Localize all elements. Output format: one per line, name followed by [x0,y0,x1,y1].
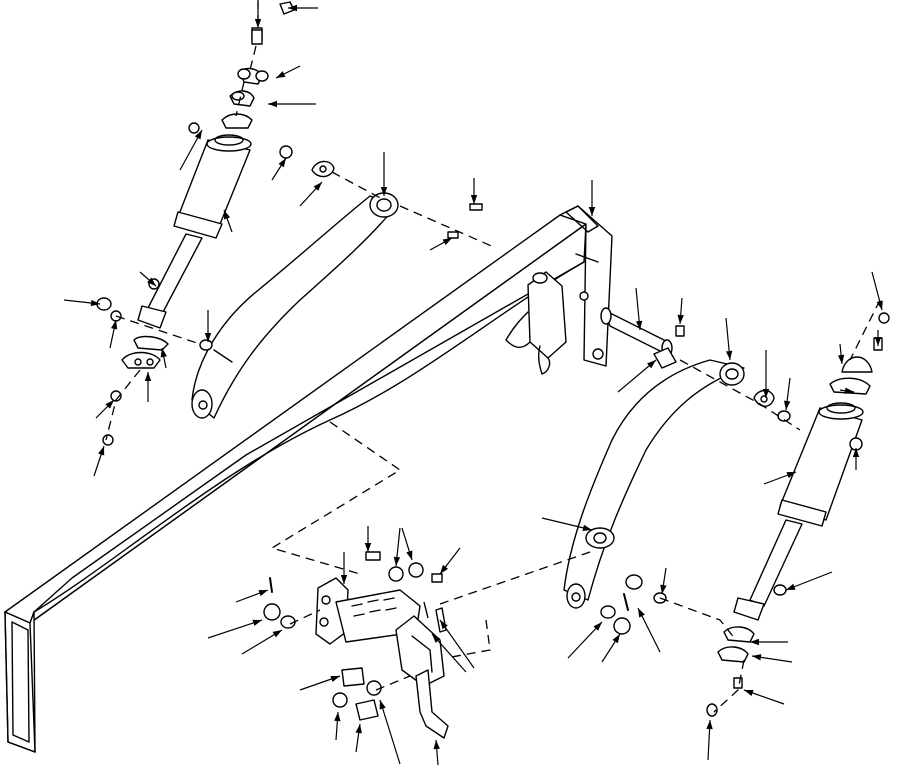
callout-arrowhead [334,712,341,722]
callout-arrowhead [144,372,152,381]
callout-arrowhead [593,622,602,631]
callout-arrowhead [837,354,845,364]
callout-arrowhead [393,556,401,566]
callout-arrowhead [852,448,860,457]
callout-arrowhead [752,654,762,661]
callout-arrowhead [330,675,340,682]
callout-arrowhead [844,387,854,394]
callout-leader-line [207,619,263,639]
pivot-pin [600,307,677,369]
right-lift-arm [563,359,745,609]
callout-arrowhead [876,300,883,310]
callout-arrowhead [744,689,754,696]
callout-arrowhead [706,720,713,730]
callout-arrowhead [268,100,277,108]
main-beam [4,205,613,753]
callout-arrowhead [588,207,596,216]
mounting-bracket [315,577,449,739]
callout-arrowhead [272,630,282,638]
callout-arrowhead [783,400,791,410]
callout-arrowhead [647,360,656,369]
assembly-dashed-lines [105,0,881,713]
callout-arrowhead [433,740,440,750]
callout-arrowhead [105,400,114,409]
callout-arrowhead [98,446,105,456]
callout-arrowhead [762,389,770,398]
callout-arrowhead [725,350,733,360]
callout-arrowhead [638,608,645,618]
left-lift-arm [191,192,399,419]
callout-arrowhead [90,299,100,307]
callout-arrowhead [224,210,231,220]
callout-arrowhead [340,575,348,584]
callout-arrowhead [582,524,592,532]
callout-arrowhead [677,314,684,324]
callout-arrowhead [204,333,212,342]
callout-leader-line [379,699,401,765]
hardware-fasteners [96,1,890,721]
callout-arrowhead [313,182,322,191]
callout-leaders [63,2,883,765]
callout-arrowhead [194,130,202,140]
callout-arrowhead [278,158,286,168]
callout-arrowhead [276,71,286,78]
callout-arrowhead [258,590,268,597]
callout-arrowhead [440,564,449,574]
callout-arrowhead [110,320,118,330]
callout-arrowhead [432,634,441,643]
right-hydraulic-cylinder [717,356,873,663]
callout-arrowhead [254,19,262,28]
callout-arrowhead [379,700,386,710]
callout-arrowhead [440,620,448,630]
callout-arrowhead [786,472,796,479]
callout-arrowhead [406,550,413,560]
callout-arrowhead [874,337,882,346]
callout-arrowhead [147,277,156,286]
callout-arrowhead [252,619,262,626]
callout-leader-line [439,619,475,669]
callout-arrowhead [635,320,643,330]
callout-arrowhead [786,583,796,590]
callout-arrowhead [660,584,667,594]
callout-arrowhead [470,195,478,204]
callout-arrowhead [380,187,388,196]
callout-arrowhead [612,634,620,644]
callout-arrowhead [442,238,452,246]
callout-arrowhead [750,638,759,646]
callout-arrowhead [160,348,167,358]
callout-arrowhead [355,724,362,734]
callout-arrowhead [364,543,372,552]
callout-arrowhead [288,4,297,12]
